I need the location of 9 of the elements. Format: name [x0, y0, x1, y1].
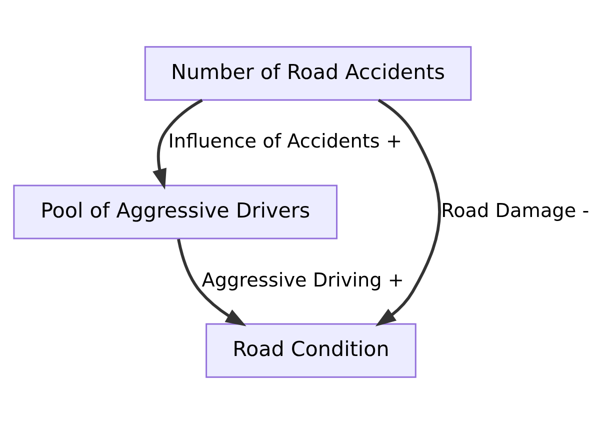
node-box: Number of Road Accidents — [144, 46, 472, 100]
arrow — [152, 98, 203, 190]
arrow — [177, 238, 246, 326]
edge-label: Influence of Accidents + — [168, 129, 402, 152]
edge-label: Aggressive Driving + — [202, 268, 404, 291]
edge-label: Road Damage - — [441, 198, 590, 222]
node-box: Pool of Aggressive Drivers — [13, 184, 338, 239]
node-box: Road Condition — [206, 322, 416, 378]
arrow — [375, 98, 441, 326]
